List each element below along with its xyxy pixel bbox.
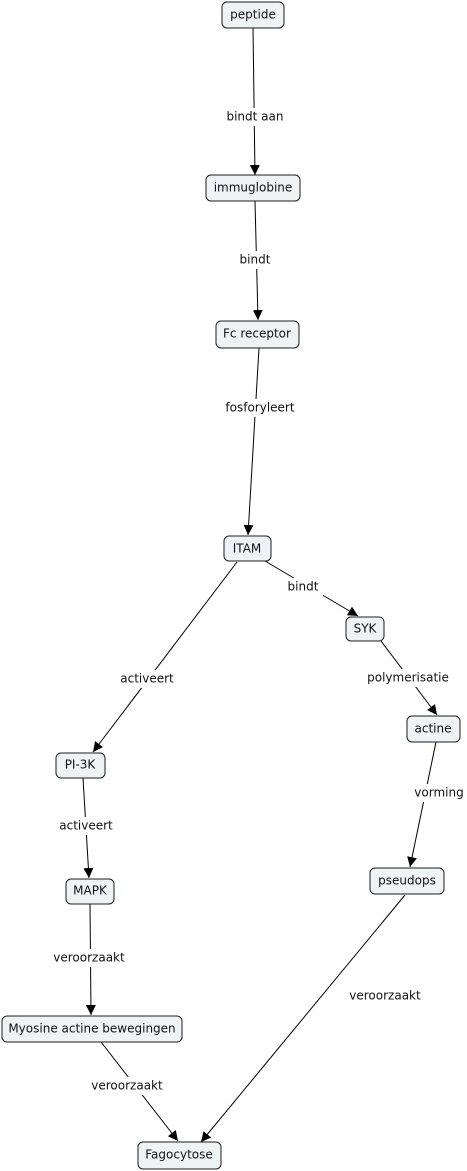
svg-text:pseudops: pseudops xyxy=(378,874,436,888)
svg-text:activeert: activeert xyxy=(120,672,174,686)
node-syk[interactable]: SYK xyxy=(345,616,385,642)
edge-label-veroorzaakt-3: veroorzaakt xyxy=(87,1077,167,1095)
svg-text:Myosine actine bewegingen: Myosine actine bewegingen xyxy=(8,1022,175,1036)
edge-peptide-immuglobine xyxy=(249,27,260,176)
edge-label-veroorzaakt-1: veroorzaakt xyxy=(345,987,425,1005)
node-peptide[interactable]: peptide xyxy=(221,1,285,29)
svg-text:ITAM: ITAM xyxy=(233,542,262,556)
svg-text:veroorzaakt: veroorzaakt xyxy=(349,989,421,1003)
edge-label-bindt-1: bindt xyxy=(236,251,274,269)
edge-label-polymerisatie: polymerisatie xyxy=(364,669,452,687)
svg-text:SYK: SYK xyxy=(354,622,378,636)
svg-text:vorming: vorming xyxy=(414,786,463,800)
svg-text:veroorzaakt: veroorzaakt xyxy=(91,1079,163,1093)
node-immuglobine[interactable]: immuglobine xyxy=(205,174,301,202)
svg-text:PI-3K: PI-3K xyxy=(65,758,97,772)
svg-text:bindt aan: bindt aan xyxy=(226,110,283,124)
svg-text:actine: actine xyxy=(415,722,452,736)
edge-label-bindt-2: bindt xyxy=(283,578,323,596)
edge-label-veroorzaakt-2: veroorzaakt xyxy=(49,949,129,967)
svg-text:activeert: activeert xyxy=(59,819,113,833)
edge-itam-pi3k xyxy=(92,561,238,753)
edge-label-fosforyleert: fosforyleert xyxy=(222,399,298,417)
edge-label-bindt-aan: bindt aan xyxy=(223,108,287,126)
svg-text:peptide: peptide xyxy=(230,8,276,22)
node-myosine-actine-bewegingen[interactable]: Myosine actine bewegingen xyxy=(1,1015,183,1043)
node-actine[interactable]: actine xyxy=(406,715,461,743)
svg-text:Fc receptor: Fc receptor xyxy=(223,327,291,341)
svg-text:immuglobine: immuglobine xyxy=(214,181,293,195)
svg-text:Fagocytose: Fagocytose xyxy=(145,1148,213,1162)
node-itam[interactable]: ITAM xyxy=(223,535,272,562)
svg-text:MAPK: MAPK xyxy=(73,884,108,898)
edge-label-activeert-2: activeert xyxy=(55,817,117,835)
node-fagocytose[interactable]: Fagocytose xyxy=(137,1141,222,1170)
edge-label-activeert-1: activeert xyxy=(116,670,178,688)
node-pseudops[interactable]: pseudops xyxy=(369,867,445,895)
edge-actine-pseudops xyxy=(407,741,437,868)
svg-text:fosforyleert: fosforyleert xyxy=(225,401,294,415)
svg-text:bindt: bindt xyxy=(288,580,319,594)
node-mapk[interactable]: MAPK xyxy=(65,878,115,905)
edge-fc-receptor-itam xyxy=(243,347,260,536)
node-fc-receptor[interactable]: Fc receptor xyxy=(215,320,300,349)
edge-label-vorming: vorming xyxy=(411,784,467,802)
svg-text:veroorzaakt: veroorzaakt xyxy=(53,951,125,965)
node-pi3k[interactable]: PI-3K xyxy=(55,752,106,779)
svg-text:polymerisatie: polymerisatie xyxy=(367,671,449,685)
svg-text:bindt: bindt xyxy=(240,253,271,267)
edge-pseudops-fagocytose xyxy=(200,894,406,1143)
